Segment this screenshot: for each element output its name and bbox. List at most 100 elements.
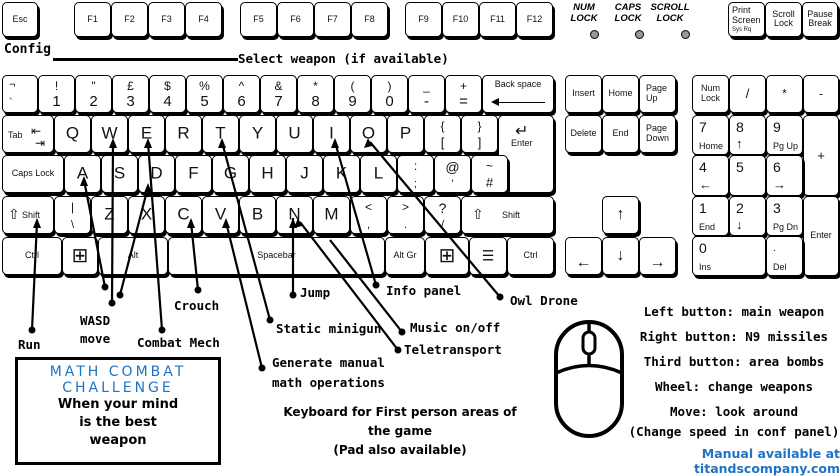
key-0[interactable]: )0	[371, 75, 408, 113]
key-delete[interactable]: Delete	[565, 115, 602, 153]
key-3[interactable]: £3	[112, 75, 149, 113]
key-left-windows[interactable]: ⊞	[62, 237, 98, 275]
key-c[interactable]: C	[165, 196, 202, 234]
key-f5[interactable]: F5	[240, 2, 277, 37]
key-g[interactable]: G	[212, 155, 249, 193]
key-8[interactable]: *8	[297, 75, 334, 113]
key-u[interactable]: U	[276, 115, 313, 153]
key-f10[interactable]: F10	[442, 2, 479, 37]
key-spacebar[interactable]: Spacebar	[168, 237, 385, 275]
key-f11[interactable]: F11	[479, 2, 516, 37]
key-d[interactable]: D	[138, 155, 175, 193]
key-home[interactable]: Home	[602, 75, 639, 113]
key-p[interactable]: P	[387, 115, 424, 153]
key-j[interactable]: J	[286, 155, 323, 193]
key-numpad-decimal[interactable]: .Del	[766, 236, 803, 276]
key-numpad-enter[interactable]: Enter	[803, 196, 839, 276]
key-hash[interactable]: ~#	[471, 155, 508, 193]
key-f6[interactable]: F6	[277, 2, 314, 37]
key-f1[interactable]: F1	[74, 2, 111, 37]
key-numpad-2[interactable]: 2↓	[729, 196, 766, 236]
key-f8[interactable]: F8	[351, 2, 388, 37]
manual-link[interactable]: Manual available at titandscompany.com	[693, 446, 840, 476]
key-i[interactable]: I	[313, 115, 350, 153]
key-s[interactable]: S	[101, 155, 138, 193]
key-f2[interactable]: F2	[111, 2, 148, 37]
key-caps-lock[interactable]: Caps Lock	[2, 155, 64, 193]
key-arrow-up[interactable]: ↑	[602, 196, 639, 234]
key-h[interactable]: H	[249, 155, 286, 193]
key-numpad-6[interactable]: 6→	[766, 155, 803, 196]
key-arrow-left[interactable]: ←	[565, 237, 602, 275]
key-m[interactable]: M	[313, 196, 350, 234]
key-left-alt[interactable]: Alt	[98, 237, 168, 275]
key-left-ctrl[interactable]: Ctrl	[2, 237, 62, 275]
key-comma[interactable]: <,	[350, 196, 387, 234]
key-close-bracket[interactable]: }]	[461, 115, 498, 153]
key-5[interactable]: %5	[186, 75, 223, 113]
key-z[interactable]: Z	[91, 196, 128, 234]
key-6[interactable]: ^6	[223, 75, 260, 113]
key-w[interactable]: W	[91, 115, 128, 153]
key-1[interactable]: !1	[38, 75, 75, 113]
key-right-windows[interactable]: ⊞	[425, 237, 469, 275]
key-end[interactable]: End	[602, 115, 639, 153]
key-7[interactable]: &7	[260, 75, 297, 113]
key-right-ctrl[interactable]: Ctrl	[507, 237, 554, 275]
key-a[interactable]: A	[64, 155, 101, 193]
key-t[interactable]: T	[202, 115, 239, 153]
key-print-screen[interactable]: Print Screen Sys Rq	[728, 2, 765, 37]
key-apostrophe[interactable]: @'	[434, 155, 471, 193]
key-backspace[interactable]: Back space	[482, 75, 554, 113]
key-numpad-multiply[interactable]: *	[766, 75, 803, 113]
key-right-shift[interactable]: ⇧Shift	[461, 196, 554, 234]
key-f9[interactable]: F9	[405, 2, 442, 37]
key-f7[interactable]: F7	[314, 2, 351, 37]
key-b[interactable]: B	[239, 196, 276, 234]
key-4[interactable]: $4	[149, 75, 186, 113]
key-arrow-down[interactable]: ↓	[602, 237, 639, 275]
key-arrow-right[interactable]: →	[639, 237, 676, 275]
key-menu[interactable]: ☰	[469, 237, 507, 275]
key-f3[interactable]: F3	[148, 2, 185, 37]
key-y[interactable]: Y	[239, 115, 276, 153]
key-f4[interactable]: F4	[185, 2, 222, 37]
key-slash[interactable]: ?/	[424, 196, 461, 234]
key-n[interactable]: N	[276, 196, 313, 234]
key-numpad-5[interactable]: 5	[729, 155, 766, 196]
key-period[interactable]: >.	[387, 196, 424, 234]
key-numpad-divide[interactable]: /	[729, 75, 766, 113]
key-tab[interactable]: Tab ⇤ ⇥	[2, 115, 54, 153]
key-f[interactable]: F	[175, 155, 212, 193]
key-r[interactable]: R	[165, 115, 202, 153]
key-backslash[interactable]: |\	[54, 196, 91, 234]
key-minus[interactable]: _-	[408, 75, 445, 113]
key-l[interactable]: L	[360, 155, 397, 193]
key-equals[interactable]: +=	[445, 75, 482, 113]
key-scroll-lock[interactable]: Scroll Lock	[765, 2, 802, 37]
key-2[interactable]: "2	[75, 75, 112, 113]
key-backtick[interactable]: ¬`	[2, 75, 38, 113]
key-numpad-minus[interactable]: -	[803, 75, 839, 113]
key-e[interactable]: E	[128, 115, 165, 153]
key-page-up[interactable]: Page Up	[639, 75, 676, 113]
key-semicolon[interactable]: :;	[397, 155, 434, 193]
key-v[interactable]: V	[202, 196, 239, 234]
key-insert[interactable]: Insert	[565, 75, 602, 113]
key-k[interactable]: K	[323, 155, 360, 193]
key-open-bracket[interactable]: {[	[424, 115, 461, 153]
key-f12[interactable]: F12	[516, 2, 553, 37]
key-esc[interactable]: Esc	[2, 2, 38, 37]
key-alt-gr[interactable]: Alt Gr	[385, 237, 425, 275]
key-numpad-4[interactable]: 4←	[692, 155, 729, 196]
key-9[interactable]: (9	[334, 75, 371, 113]
key-num-lock[interactable]: Num Lock	[692, 75, 729, 113]
key-page-down[interactable]: Page Down	[639, 115, 676, 153]
key-q[interactable]: Q	[54, 115, 91, 153]
key-x[interactable]: X	[128, 196, 165, 234]
